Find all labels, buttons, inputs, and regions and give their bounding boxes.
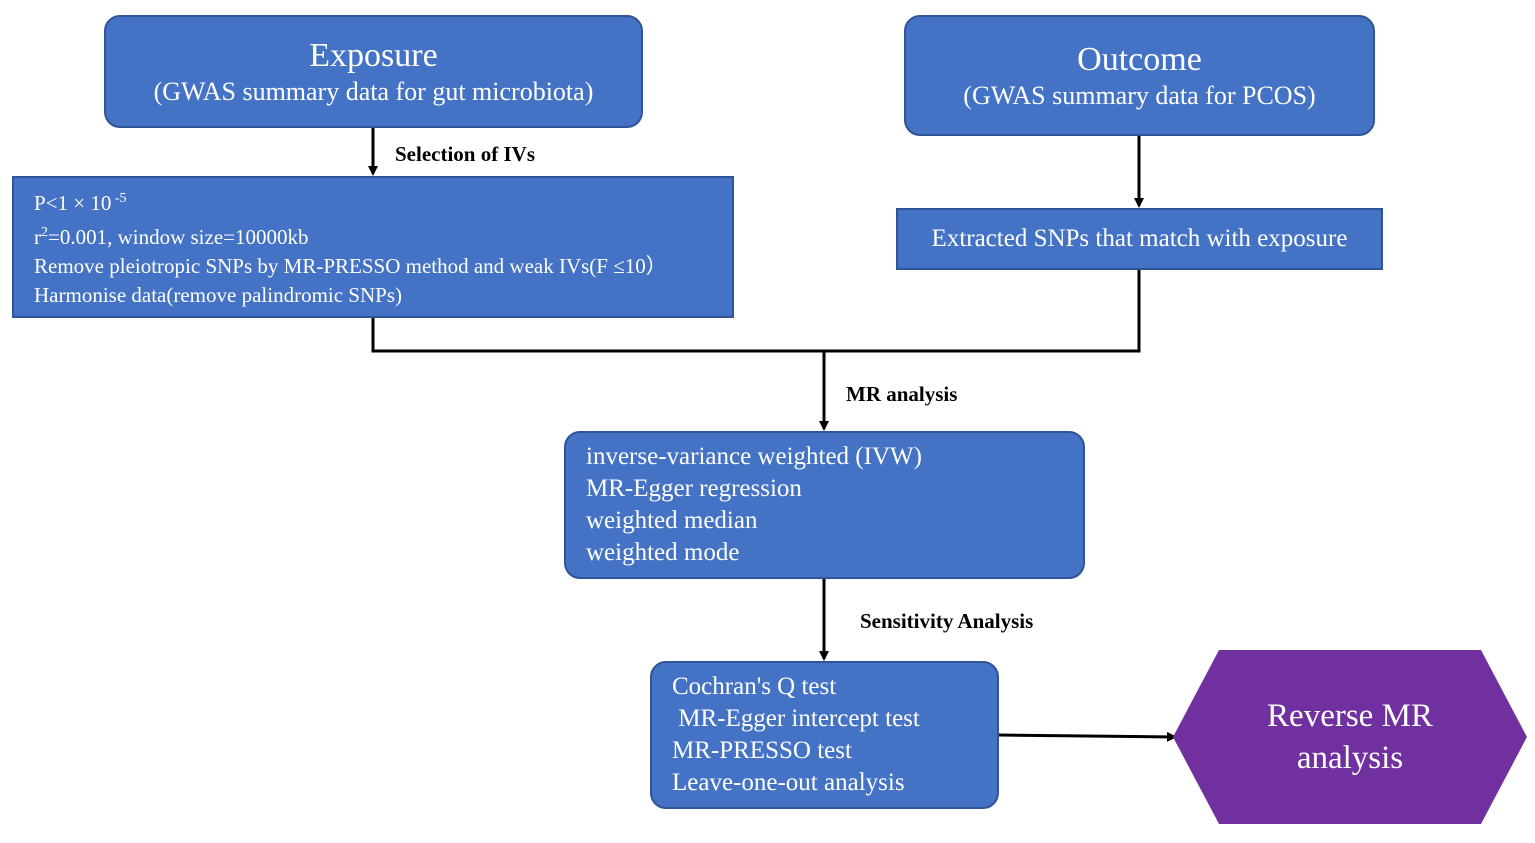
selection-line-pleiotropic: Remove pleiotropic SNPs by MR-PRESSO met… bbox=[34, 254, 667, 278]
tests-box: Cochran's Q test MR-Egger intercept test… bbox=[650, 661, 999, 809]
test-item: MR-Egger intercept test bbox=[672, 705, 920, 732]
method-item: weighted mode bbox=[586, 539, 740, 566]
test-item: Leave-one-out analysis bbox=[672, 769, 905, 796]
outcome-subtitle: (GWAS summary data for PCOS) bbox=[963, 80, 1316, 110]
reverse-mr-hexagon: Reverse MR analysis bbox=[1173, 650, 1527, 824]
test-item: MR-PRESSO test bbox=[672, 737, 852, 764]
outcome-box: Outcome (GWAS summary data for PCOS) bbox=[904, 15, 1375, 136]
extracted-snps-box: Extracted SNPs that match with exposure bbox=[896, 208, 1383, 270]
methods-box: inverse-variance weighted (IVW) MR-Egger… bbox=[564, 431, 1085, 579]
selection-line-r2: r2=0.001, window size=10000kb bbox=[34, 225, 309, 249]
merge-connector bbox=[371, 270, 1141, 353]
method-item: weighted median bbox=[586, 507, 758, 534]
mr-analysis-label: MR analysis bbox=[846, 382, 958, 406]
exposure-subtitle: (GWAS summary data for gut microbiota) bbox=[153, 76, 594, 106]
selection-box: P<1 × 10 -5 r2=0.001, window size=10000k… bbox=[12, 176, 734, 318]
reverse-mr-text: Reverse MR analysis bbox=[1267, 698, 1433, 776]
outcome-title: Outcome bbox=[1077, 40, 1202, 78]
test-item: Cochran's Q test bbox=[672, 673, 837, 700]
tests-to-reverse-arrow bbox=[998, 731, 1177, 742]
selection-line-p-threshold: P<1 × 10 -5 bbox=[34, 191, 127, 215]
sensitivity-label: Sensitivity Analysis bbox=[860, 609, 1034, 633]
method-item: MR-Egger regression bbox=[586, 475, 802, 502]
method-item: inverse-variance weighted (IVW) bbox=[586, 443, 922, 470]
extracted-snps-text: Extracted SNPs that match with exposure bbox=[931, 225, 1348, 252]
selection-line-harmonise: Harmonise data(remove palindromic SNPs) bbox=[34, 283, 402, 307]
exposure-box: Exposure (GWAS summary data for gut micr… bbox=[104, 15, 643, 128]
exposure-title: Exposure bbox=[309, 36, 438, 74]
selection-label: Selection of IVs bbox=[395, 142, 535, 166]
